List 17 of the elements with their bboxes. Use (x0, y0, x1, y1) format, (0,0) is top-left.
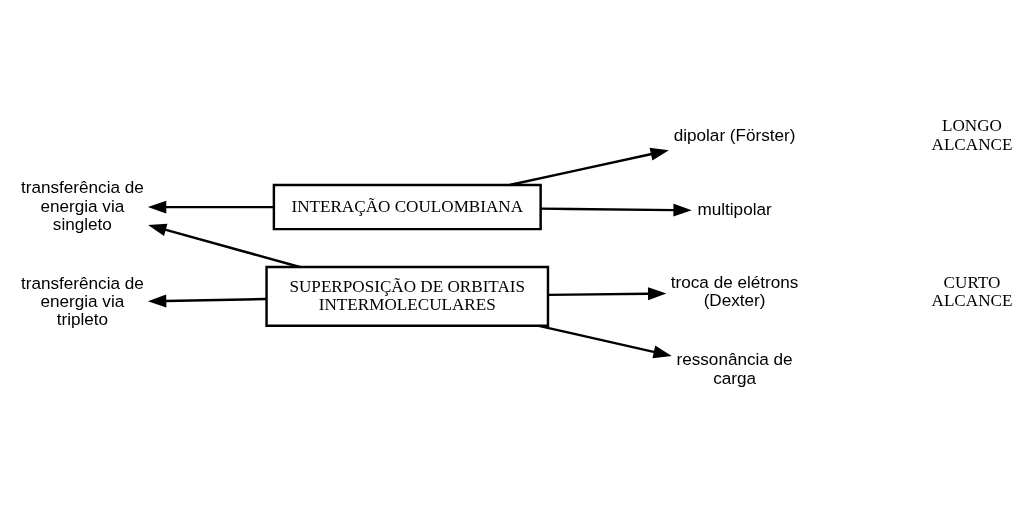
node-text: transferência de energia via singleto (20, 176, 144, 234)
arrow (541, 203, 692, 217)
node-text: ressonância de carga (676, 348, 793, 388)
arrow (538, 324, 672, 358)
arrow (147, 294, 267, 307)
arrow (147, 200, 274, 214)
arrow (548, 286, 667, 300)
node-text: dipolar (Förster) (673, 124, 796, 145)
node-box: INTERAÇÃO COULOMBIANA (272, 183, 542, 230)
arrow (509, 147, 669, 186)
node-text: troca de elétrons (Dexter) (670, 271, 799, 310)
node-text: multipolar (697, 198, 772, 219)
arrow (148, 223, 301, 268)
label: CURTO ALCANCE (931, 272, 1013, 310)
node-box: SUPERPOSIÇÃO DE ORBITAIS INTERMOLECULARES (265, 265, 550, 327)
node-text: transferência de energia via tripleto (20, 272, 144, 329)
label: LONGO ALCANCE (931, 115, 1013, 154)
